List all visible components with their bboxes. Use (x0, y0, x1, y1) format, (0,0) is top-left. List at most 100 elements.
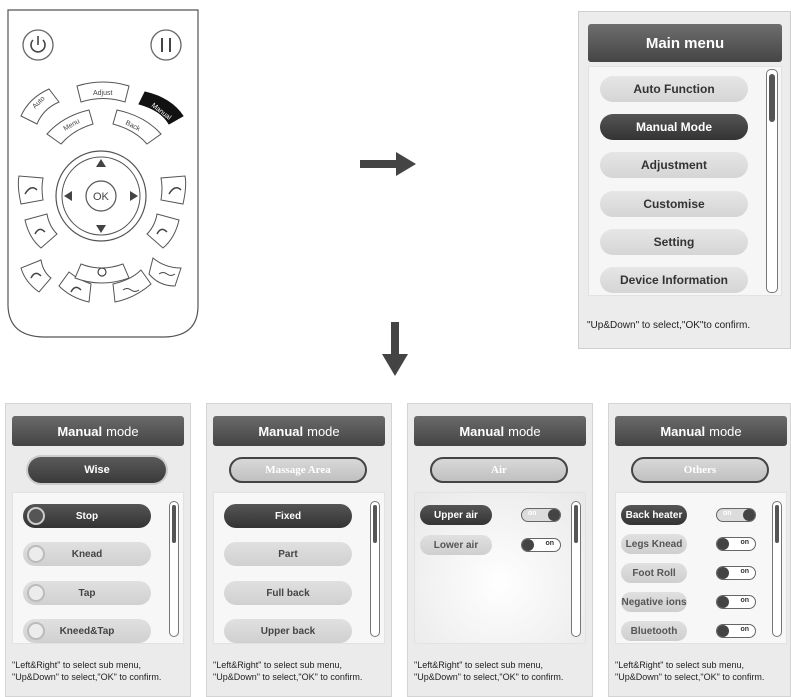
recline-right-button-2[interactable] (146, 213, 180, 249)
toggle-knob (717, 596, 729, 608)
option-tap[interactable]: Tap (23, 581, 151, 605)
menu-item-auto-function[interactable]: Auto Function (600, 76, 748, 102)
submenu-tab[interactable]: Wise (28, 457, 166, 483)
massage-button-2[interactable] (58, 271, 92, 303)
adjust-label: Adjust (93, 90, 113, 97)
auto-button[interactable]: Auto (20, 88, 60, 125)
bluetooth-toggle[interactable]: on (716, 624, 756, 638)
upper-air-toggle[interactable]: on (521, 508, 561, 522)
adjust-button[interactable]: Adjust (76, 81, 130, 103)
toggle-label: on (740, 539, 749, 546)
main-menu-hint: "Up&Down" to select,"OK"to confirm. (587, 320, 751, 331)
menu-item-customise[interactable]: Customise (600, 191, 748, 217)
ok-button[interactable]: OK (85, 180, 117, 212)
scrollbar[interactable] (370, 501, 380, 637)
panel-hint: "Left&Right" to select sub menu, "Up&Dow… (12, 659, 161, 683)
toggle-knob (717, 625, 729, 637)
negative-ions-toggle[interactable]: on (716, 595, 756, 609)
manual-panel-title: Manual mode (615, 416, 787, 446)
title-bold: Manual (258, 423, 304, 439)
scrollbar-thumb[interactable] (775, 505, 779, 543)
power-icon[interactable] (22, 29, 54, 61)
air-massage-button[interactable] (112, 269, 152, 303)
down-arrow-button[interactable] (96, 225, 106, 233)
massage-icon (27, 584, 45, 602)
option-kneed-tap[interactable]: Kneed&Tap (23, 619, 151, 643)
option-upper-back[interactable]: Upper back (224, 619, 352, 643)
title-rest: mode (106, 423, 139, 439)
manual-panel-wise: Manual mode Wise Stop Knead Tap Kneed&Ta… (5, 403, 191, 697)
main-menu-title: Main menu (588, 24, 782, 62)
pause-icon[interactable] (150, 29, 182, 61)
option-legs-knead[interactable]: Legs Knead (621, 534, 687, 554)
arrow-right-icon (360, 152, 416, 176)
scrollbar[interactable] (169, 501, 179, 637)
toggle-label: on (740, 626, 749, 633)
scrollbar-thumb[interactable] (373, 505, 377, 543)
option-knead[interactable]: Knead (23, 542, 151, 566)
option-full-back[interactable]: Full back (224, 581, 352, 605)
menu-item-device-information[interactable]: Device Information (600, 267, 748, 293)
panel-hint: "Left&Right" to select sub menu, "Up&Dow… (615, 659, 764, 683)
option-bluetooth[interactable]: Bluetooth (621, 621, 687, 641)
menu-item-adjustment[interactable]: Adjustment (600, 152, 748, 178)
menu-item-manual-mode[interactable]: Manual Mode (600, 114, 748, 140)
hint-line-2: "Up&Down" to select,"OK" to confirm. (615, 672, 765, 682)
massage-icon (27, 507, 45, 525)
hint-line-1: "Left&Right" to select sub menu, (414, 660, 543, 670)
panel-hint: "Left&Right" to select sub menu, "Up&Dow… (213, 659, 362, 683)
massage-icon (27, 545, 45, 563)
option-list: Upper air on Lower air on (414, 492, 586, 644)
option-list: Back heater on Legs Knead on Foot Roll o… (615, 492, 787, 644)
submenu-tab[interactable]: Air (430, 457, 568, 483)
title-bold: Manual (57, 423, 103, 439)
massage-icon (27, 622, 45, 640)
toggle-knob (548, 509, 560, 521)
option-upper-air[interactable]: Upper air (420, 505, 492, 525)
recline-left-button[interactable] (17, 175, 44, 205)
scrollbar[interactable] (772, 501, 782, 637)
toggle-label: on (545, 540, 554, 547)
recline-left-button-2[interactable] (24, 213, 58, 249)
back-heater-toggle[interactable]: on (716, 508, 756, 522)
scrollbar[interactable] (571, 501, 581, 637)
manual-panel-others: Manual mode Others Back heater on Legs K… (608, 403, 791, 697)
menu-button[interactable]: Menu (46, 109, 94, 145)
scrollbar-thumb[interactable] (574, 505, 578, 543)
option-negative-ions[interactable]: Negative ions (621, 592, 687, 612)
lower-air-toggle[interactable]: on (521, 538, 561, 552)
up-arrow-button[interactable] (96, 159, 106, 167)
option-back-heater[interactable]: Back heater (621, 505, 687, 525)
legs-knead-toggle[interactable]: on (716, 537, 756, 551)
scrollbar[interactable] (766, 69, 778, 293)
option-foot-roll[interactable]: Foot Roll (621, 563, 687, 583)
title-rest: mode (508, 423, 541, 439)
recline-right-button[interactable] (160, 175, 187, 205)
submenu-tab[interactable]: Massage Area (229, 457, 367, 483)
submenu-tab[interactable]: Others (631, 457, 769, 483)
right-arrow-button[interactable] (130, 191, 138, 201)
left-arrow-button[interactable] (64, 191, 72, 201)
toggle-label: on (740, 568, 749, 575)
main-menu-panel: Main menu Auto Function Manual Mode Adju… (578, 11, 791, 349)
option-stop[interactable]: Stop (23, 504, 151, 528)
option-list: Stop Knead Tap Kneed&Tap (12, 492, 184, 644)
toggle-label: on (723, 510, 732, 517)
hint-line-1: "Left&Right" to select sub menu, (12, 660, 141, 670)
scrollbar-thumb[interactable] (769, 74, 775, 122)
option-part[interactable]: Part (224, 542, 352, 566)
menu-item-setting[interactable]: Setting (600, 229, 748, 255)
toggle-knob (717, 567, 729, 579)
scrollbar-thumb[interactable] (172, 505, 176, 543)
option-fixed[interactable]: Fixed (224, 504, 352, 528)
option-lower-air[interactable]: Lower air (420, 535, 492, 555)
arrow-down-icon (382, 322, 408, 376)
massage-button-3[interactable] (148, 257, 182, 287)
toggle-knob (522, 539, 534, 551)
foot-roll-toggle[interactable]: on (716, 566, 756, 580)
massage-button-1[interactable] (20, 259, 52, 293)
title-rest: mode (307, 423, 340, 439)
hint-line-2: "Up&Down" to select,"OK" to confirm. (213, 672, 363, 682)
back-button[interactable]: Back (112, 109, 162, 145)
option-label: Kneed&Tap (59, 625, 115, 637)
